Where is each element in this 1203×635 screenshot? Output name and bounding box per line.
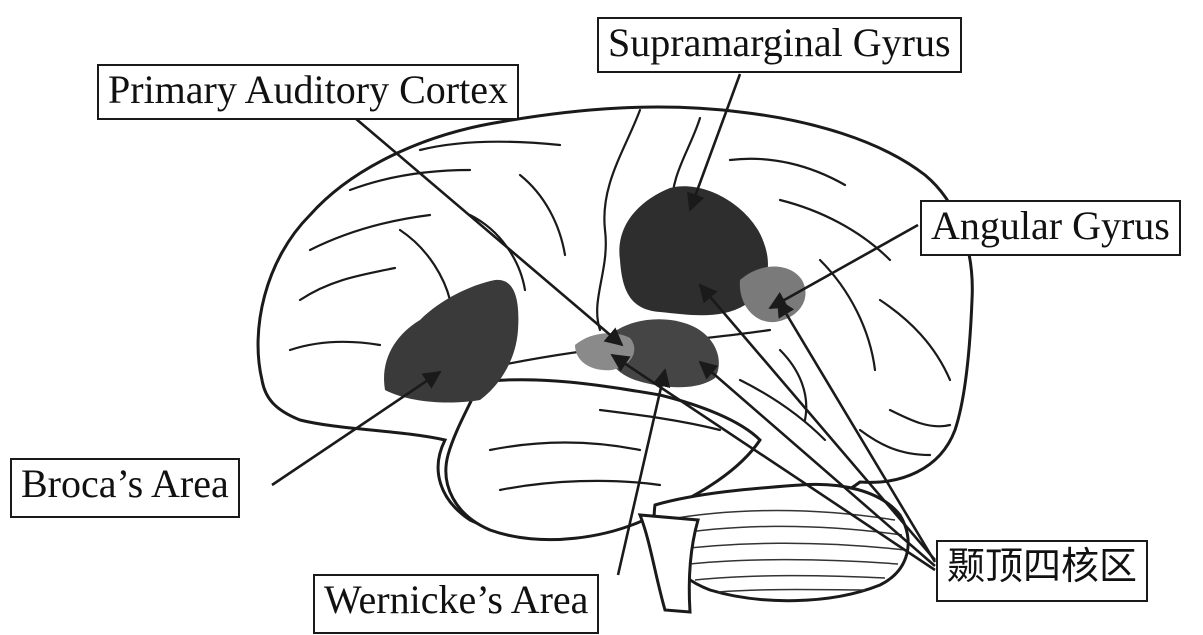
label-primary-auditory-cortex: Primary Auditory Cortex (97, 64, 519, 120)
brain-stem (640, 515, 698, 612)
label-angular-gyrus: Angular Gyrus (920, 200, 1181, 256)
label-temporoparietal-junction: 颞顶四核区 (936, 540, 1148, 602)
label-supramarginal-gyrus: Supramarginal Gyrus (597, 17, 962, 73)
label-wernickes-area: Wernicke’s Area (313, 574, 599, 634)
label-brocas-area: Broca’s Area (10, 458, 240, 518)
